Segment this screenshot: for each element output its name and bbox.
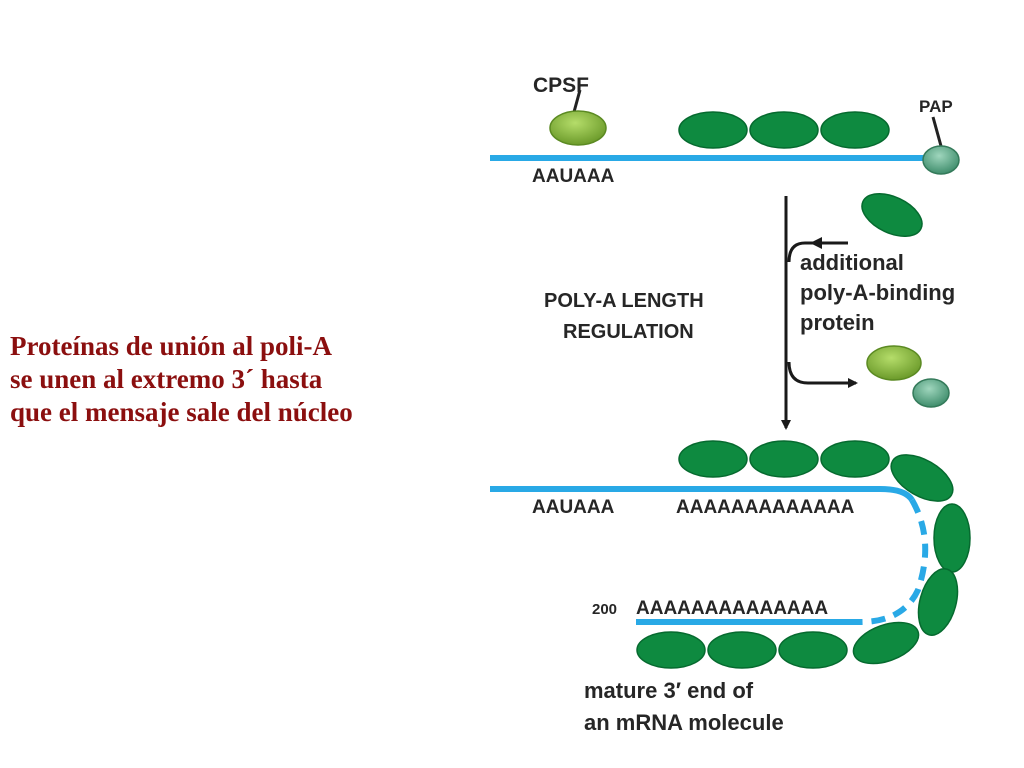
incoming-arrowhead — [810, 237, 822, 249]
incoming-arrow — [787, 241, 848, 263]
additional-label-line-2: poly-A-binding — [800, 280, 955, 305]
binding-protein — [749, 111, 819, 149]
polyA-lower-label: AAAAAAAAAAAAAA — [636, 598, 828, 619]
binding-protein — [917, 568, 959, 636]
binding-protein — [820, 111, 890, 149]
binding-protein — [852, 621, 920, 665]
regulation-step: POLY-A LENGTH REGULATION additional poly… — [544, 193, 955, 430]
cpsf-label: CPSF — [533, 74, 589, 97]
pap-label: PAP — [919, 97, 953, 116]
caption: Proteínas de unión al poli-A se unen al … — [10, 330, 480, 429]
regulation-label-line-2: REGULATION — [563, 321, 694, 343]
rna-strand-bottom — [490, 486, 915, 502]
binding-protein — [749, 440, 819, 478]
incoming-binding-protein — [861, 193, 923, 237]
binding-protein — [890, 454, 954, 502]
additional-label-line-3: protein — [800, 310, 875, 335]
pap-protein — [922, 145, 960, 175]
top-stage: CPSF PAP AAUAAA — [490, 74, 960, 187]
signal-sequence-bottom: AAUAAA — [532, 497, 615, 518]
additional-label-line-1: additional — [800, 250, 904, 275]
cpsf-pointer — [572, 89, 582, 113]
mature-label-line-1: mature 3′ end of — [584, 678, 754, 703]
regulation-label-line-1: POLY-A LENGTH — [544, 290, 704, 312]
binding-protein — [678, 111, 748, 149]
pap-pointer — [931, 116, 943, 147]
polyA-tail-dashed — [859, 498, 929, 625]
binding-protein — [678, 440, 748, 478]
mature-label-line-2: an mRNA molecule — [584, 710, 784, 735]
binding-protein — [933, 503, 971, 573]
bottom-stage: AAUAAA AAAAAAAAAAAAA 200 AAAAAAAAAAAAAA … — [490, 440, 971, 735]
released-cpsf — [866, 345, 922, 381]
outgoing-arrow — [787, 361, 858, 388]
caption-line-3: que el mensaje sale del núcleo — [10, 397, 353, 427]
signal-sequence-top: AAUAAA — [532, 166, 615, 187]
binding-protein — [707, 631, 777, 669]
caption-line-2: se unen al extremo 3´ hasta — [10, 364, 323, 394]
cpsf-protein — [549, 110, 607, 146]
binding-protein — [778, 631, 848, 669]
caption-line-1: Proteínas de unión al poli-A — [10, 331, 333, 361]
polyA-upper-label: AAAAAAAAAAAAA — [676, 497, 855, 518]
tail-length-label: 200 — [592, 601, 617, 618]
released-pap — [912, 378, 950, 408]
binding-protein — [820, 440, 890, 478]
binding-protein — [636, 631, 706, 669]
